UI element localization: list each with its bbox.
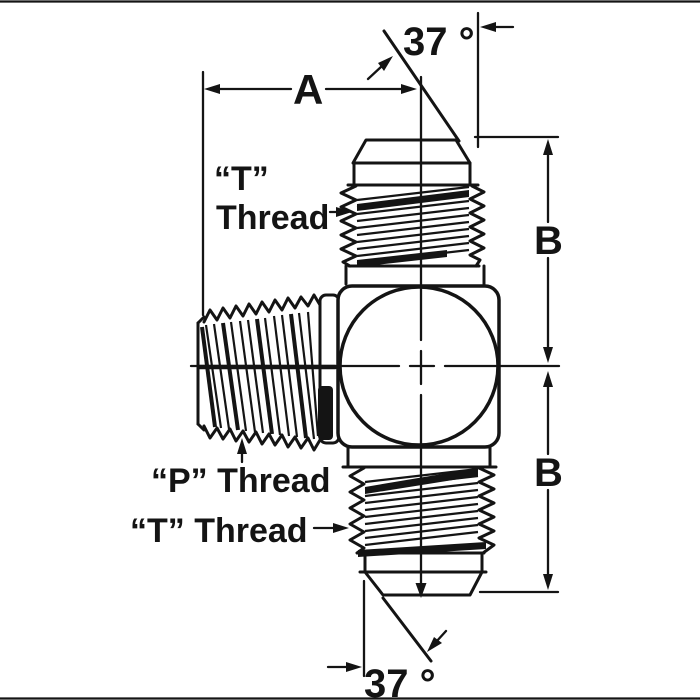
angle-top-label: 37 °: [403, 20, 475, 64]
pipe-thread-hatch: [200, 311, 320, 440]
centerline-horizontal: [189, 364, 561, 370]
angle-arrow-top: [378, 56, 393, 71]
arrow-b-lower-down: [543, 574, 553, 590]
angle-callout-bottom: 37 °: [326, 579, 448, 700]
p-thread-label: “P” Thread: [151, 462, 330, 500]
top-thread-left-crests: [339, 184, 358, 268]
leader-arrow-bottom: [346, 662, 362, 672]
jic-end-top: [339, 138, 486, 286]
dim-a-label: A: [293, 66, 323, 113]
label-p-thread: “P” Thread: [151, 438, 330, 500]
arrow-b-lower-up: [543, 371, 553, 387]
t-thread-upper-line2: Thread: [216, 199, 329, 237]
leader-arrow-t-lower: [333, 523, 349, 533]
t-thread-lower-label: “T” Thread: [130, 512, 308, 550]
leader-arrow-p: [237, 438, 247, 454]
arrow-b-upper-down: [543, 347, 553, 363]
dim-b-upper-label: B: [534, 219, 563, 263]
centerline-vertical: [415, 75, 427, 598]
collar-shadow: [318, 386, 333, 440]
dim-b-lower-label: B: [534, 451, 563, 495]
bottom-nose-chamfer: [363, 570, 484, 597]
arrow-b-upper-up: [543, 139, 553, 155]
pipe-thread-top-crests: [202, 293, 322, 324]
top-thread-right-crests: [468, 184, 486, 268]
arrow-a-right: [401, 84, 417, 94]
label-t-thread-upper: “T” Thread: [214, 160, 352, 237]
t-thread-upper-line1: “T”: [214, 160, 269, 198]
angle-callout-top: 37 °: [366, 11, 515, 149]
leader-arrow-t-upper: [336, 207, 352, 217]
label-t-thread-lower: “T” Thread: [130, 512, 349, 550]
top-thread-hatch: [356, 185, 470, 267]
centerline-bottom-arrow: [415, 583, 427, 598]
dimension-b-lower: B: [478, 371, 563, 594]
arrow-a-left: [204, 84, 220, 94]
arrow-top-right-left: [480, 22, 496, 32]
angle-bottom-label: 37 °: [364, 662, 436, 700]
bottom-thread-right-crests: [477, 466, 496, 555]
flare-angle-line-top: [382, 29, 461, 143]
top-nose-chamfer: [351, 138, 472, 165]
angle-arrow-bottom: [427, 637, 442, 652]
centerlines: [189, 75, 561, 598]
dimension-a: A: [201, 66, 417, 317]
pipe-thread-end: [196, 293, 341, 452]
jic-end-bottom: [341, 446, 498, 597]
flare-angle-line-bottom: [381, 596, 433, 663]
dimension-b-upper: B: [473, 135, 563, 363]
bottom-thread-left-crests: [348, 466, 366, 555]
pipe-thread-bottom-crests: [202, 424, 322, 452]
